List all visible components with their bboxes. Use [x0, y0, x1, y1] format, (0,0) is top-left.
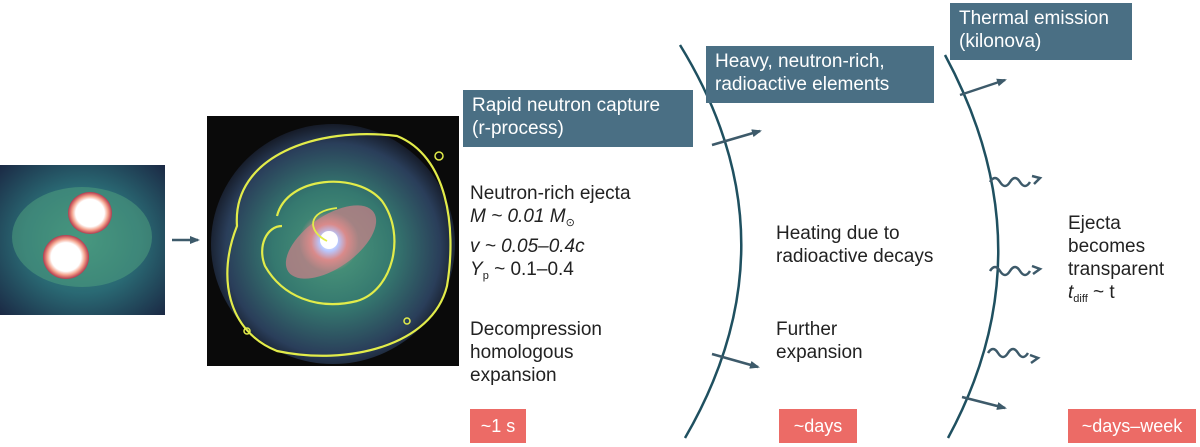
rprocess-label-box: Rapid neutron capture (r-process): [463, 90, 693, 147]
arrow-outflow: [961, 395, 1007, 410]
ejecta-velocity: v ~ 0.05–0.4c: [470, 236, 585, 257]
timescale-days: ~days: [779, 409, 857, 443]
rprocess-line-2: (r-process): [472, 118, 564, 139]
further-expansion-text: Further expansion: [776, 319, 863, 363]
arrow-to-heavy-elements: [711, 129, 762, 147]
photon-wave-3: [986, 347, 1030, 359]
photon-wave-2: [988, 265, 1032, 277]
remnant-simulation-image: [207, 116, 459, 366]
ejecta-title: Neutron-rich ejecta: [470, 183, 631, 204]
ejecta-mass: M ~ 0.01 M⊙: [470, 206, 575, 229]
heating-text: Heating due to radioactive decays: [776, 223, 934, 267]
thermal-emission-label-box: Thermal emission (kilonova): [950, 3, 1132, 60]
photon-wave-1: [988, 176, 1032, 188]
heavy-elements-line-2: radioactive elements: [715, 74, 890, 95]
ejecta-properties: Neutron-rich ejecta M ~ 0.01 M⊙ v ~ 0.05…: [470, 182, 690, 288]
transparent-text: Ejecta becomes transparent tdiff ~ t: [1068, 212, 1198, 311]
timescale-1s: ~1 s: [470, 409, 526, 443]
ejecta-electron-fraction: Yp ~ 0.1–0.4: [470, 259, 574, 282]
rprocess-line-1: Rapid neutron capture: [472, 95, 661, 116]
merger-simulation-image: [0, 165, 165, 315]
stage-boundary-arc-2: [943, 54, 1000, 439]
decompression-text: Decompression homologous expansion: [470, 319, 602, 386]
merger-simulation-graphic: [0, 165, 165, 315]
thermal-emission-line-1: Thermal emission: [959, 8, 1109, 29]
diffusion-time: tdiff ~ t: [1068, 282, 1115, 305]
remnant-simulation-graphic: [207, 116, 459, 366]
thermal-emission-line-2: (kilonova): [959, 31, 1042, 52]
timescale-days-week: ~days–week: [1068, 409, 1196, 443]
heavy-elements-label-box: Heavy, neutron-rich, radioactive element…: [706, 46, 934, 103]
arrow-to-thermal-emission: [959, 78, 1007, 97]
arrow-to-further-expansion: [711, 352, 760, 369]
heavy-elements-line-1: Heavy, neutron-rich,: [715, 51, 885, 72]
